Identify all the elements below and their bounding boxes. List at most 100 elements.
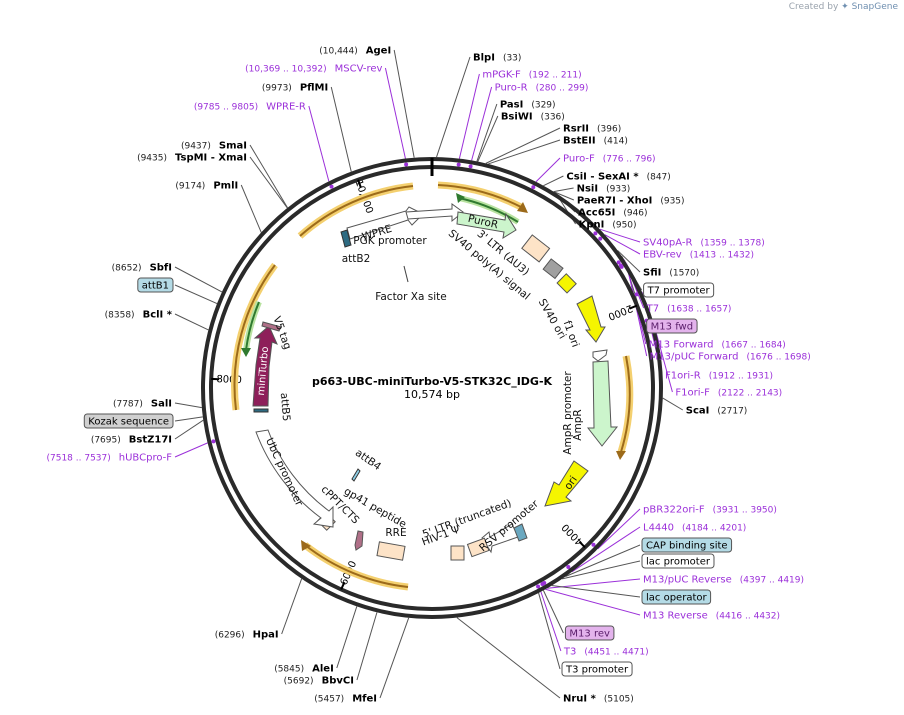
callout-line-nsii [553, 187, 574, 193]
callout-bbvci[interactable]: BbvCI(5692) [284, 676, 354, 687]
callout-t7[interactable]: T7(1638 .. 1657) [646, 304, 732, 315]
callout-t3[interactable]: T3(4451 .. 4471) [563, 647, 649, 658]
callout-name: RsrII [563, 124, 589, 135]
feature-attb2 [340, 229, 352, 248]
callout-box [641, 553, 715, 569]
credit-text: Created by [788, 2, 839, 12]
tick-label: 2000 [606, 302, 634, 322]
callout-line-mfei [379, 617, 410, 699]
feature-puror [456, 211, 517, 240]
primer-mark-wpre-r [329, 184, 334, 189]
callout-line-sfii [617, 250, 641, 273]
callout-f1ori-r[interactable]: F1ori-R(1912 .. 1931) [665, 371, 773, 382]
callout-m13-forward[interactable]: M13 Forward(1667 .. 1684) [649, 340, 786, 351]
callout-scai[interactable]: ScaI(2717) [686, 406, 748, 417]
callout-line-kozak-sequence [174, 416, 203, 422]
callout-coord: (4397 .. 4419) [740, 576, 804, 586]
feature-label-v5-tag: V5 tag [270, 315, 293, 351]
callout-agei[interactable]: AgeI(10,444) [319, 46, 391, 57]
callout-line-bcli [174, 313, 209, 331]
callout-name: MSCV-rev [335, 64, 383, 75]
callout-nrui[interactable]: NruI *(5105) [563, 694, 634, 705]
callout-sfii[interactable]: SfiI(1570) [643, 268, 699, 279]
callout-wpre-r[interactable]: WPRE-R(9785 .. 9805) [194, 102, 306, 113]
callout-f1ori-f[interactable]: F1ori-F(2122 .. 2143) [675, 388, 782, 399]
callout-puro-r[interactable]: Puro-R(280 .. 299) [495, 83, 589, 94]
callout-lac-promoter[interactable]: lac promoter [641, 553, 715, 569]
callout-sbfi[interactable]: SbfI(8652) [112, 263, 172, 274]
callout-m13-puc-forward[interactable]: M13/pUC Forward(1676 .. 1698) [650, 352, 811, 363]
callout-pmli[interactable]: PmlI(9174) [175, 181, 238, 192]
feature-pgk-promoter [405, 203, 464, 223]
callout-line-sbfi [174, 266, 223, 293]
callout-coord: (2717) [717, 407, 747, 417]
callout-puro-f[interactable]: Puro-F(776 .. 796) [563, 154, 656, 165]
callout-ebv-rev[interactable]: EBV-rev(1413 .. 1432) [643, 250, 754, 261]
callout-rsrii[interactable]: RsrII(396) [563, 124, 621, 135]
arc-arrowhead-green-2 [241, 348, 251, 357]
callout-l4440[interactable]: L4440(4184 .. 4201) [643, 523, 746, 534]
callout-m13-fwd[interactable]: M13 fwd [646, 318, 698, 334]
callout-name: SmaI [219, 141, 247, 152]
callout-mpgk-f[interactable]: mPGK-F(192 .. 211) [482, 70, 581, 81]
callout-cap-binding-site[interactable]: CAP binding site [641, 537, 733, 553]
callout-m13-puc-reverse[interactable]: M13/pUC Reverse(4397 .. 4419) [643, 575, 804, 586]
callout-smai[interactable]: SmaI(9437) [181, 141, 247, 152]
callout-nsii[interactable]: NsiI(933) [577, 184, 631, 195]
callout-coord: (1912 .. 1931) [709, 372, 773, 382]
callout-attb1[interactable]: attB1 [137, 277, 174, 293]
callout-alei[interactable]: AleI(5845) [274, 664, 334, 675]
callout-tspmi-xmai[interactable]: TspMI - XmaI(9435) [137, 153, 247, 164]
callout-bstz17i[interactable]: BstZ17I(7695) [91, 435, 172, 446]
callout-hpai[interactable]: HpaI(6296) [215, 630, 279, 641]
callout-paer7i-xhoi[interactable]: PaeR7I - XhoI(935) [577, 196, 685, 207]
callout-blpi[interactable]: BlpI(33) [473, 53, 521, 64]
callout-sali[interactable]: SalI(7787) [113, 399, 172, 410]
arc-arrowhead-green [456, 193, 465, 203]
callout-bsiwi[interactable]: BsiWI(336) [501, 112, 565, 123]
callout-kpni[interactable]: KpnI(950) [579, 220, 637, 231]
callout-lac-operator[interactable]: lac operator [641, 589, 712, 605]
callout-mfei[interactable]: MfeI(5457) [314, 694, 377, 705]
primer-mark-ebv-rev [598, 236, 603, 241]
callout-m13-reverse[interactable]: M13 Reverse(4416 .. 4432) [643, 611, 780, 622]
callout-pflmi[interactable]: PflMI(9973) [262, 83, 328, 94]
callout-box [646, 318, 698, 334]
feature-label-attb5: attB5 [278, 392, 292, 421]
callout-csii-sexai[interactable]: CsiI - SexAI *(847) [566, 172, 670, 183]
callout-hubcpro-f[interactable]: hUBCpro-F(7518 .. 7537) [46, 453, 172, 464]
callout-acc65i[interactable]: Acc65I(946) [578, 208, 647, 219]
callout-bcli[interactable]: BclI *(8358) [105, 310, 173, 321]
callout-coord: (1413 .. 1432) [690, 251, 754, 261]
callout-m13-rev[interactable]: M13 rev [564, 625, 615, 641]
callout-coord: (10,369 .. 10,392) [245, 65, 326, 75]
callout-pasi[interactable]: PasI(329) [500, 100, 556, 111]
callout-line-m13-rev [542, 590, 564, 634]
arc-orange-right-core [620, 355, 631, 453]
callout-line-hpai [281, 578, 303, 635]
callout-name: MfeI [352, 694, 377, 705]
feature-label-sv40-ori: SV40 ori [536, 297, 569, 341]
callout-name: M13 Reverse [643, 611, 708, 622]
callout-kozak-sequence[interactable]: Kozak sequence [83, 413, 174, 429]
callout-sv40pa-r[interactable]: SV40pA-R(1359 .. 1378) [643, 238, 765, 249]
callout-line-puro-r [471, 86, 493, 161]
orange-arcs [231, 181, 634, 591]
callout-line-pmli [240, 184, 262, 233]
callout-mscv-rev[interactable]: MSCV-rev (10,369 .. 10,392) [245, 64, 382, 75]
callout-pbr322ori-f[interactable]: pBR322ori-F(3931 .. 3950) [643, 505, 777, 516]
callout-coord: (10,444) [319, 47, 358, 57]
feature-rre [376, 541, 406, 561]
callout-line-tspmi-xmai [249, 156, 288, 209]
callout-labels: AgeI(10,444) BlpI(33) MSCV-rev (10,369 .. 1… [46, 46, 810, 705]
primer-mark-m13-reverse [540, 582, 545, 587]
feature-3ltr [521, 234, 551, 263]
callout-coord: (5105) [604, 695, 634, 705]
tick-2000 [629, 304, 638, 310]
callout-name: lac promoter [646, 557, 711, 568]
callout-name: PflMI [300, 83, 328, 94]
callout-t7-promoter[interactable]: T7 promoter [643, 282, 715, 298]
callout-bsteii[interactable]: BstEII(414) [563, 136, 628, 147]
callout-name: BsiWI [501, 112, 533, 123]
callout-t3-promoter[interactable]: T3 promoter [561, 661, 633, 677]
